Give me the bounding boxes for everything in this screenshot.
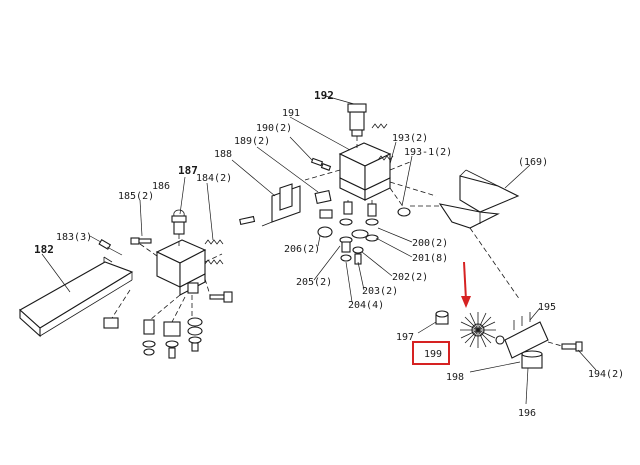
label-169: (169) xyxy=(518,157,548,168)
callout-box-199 xyxy=(412,341,450,365)
label-199: 199 xyxy=(424,349,442,360)
spring-near-192 xyxy=(371,123,388,129)
springs-part-193 xyxy=(377,141,397,165)
label-204: 204(4) xyxy=(348,300,384,311)
label-182: 182 xyxy=(34,243,54,256)
label-197: 197 xyxy=(396,332,414,343)
label-202: 202(2) xyxy=(392,272,428,283)
spring-part-184 xyxy=(204,182,224,265)
part-labels: 182 183(3) 184(2) 185(2) 186 187 188 189… xyxy=(34,89,624,419)
label-184: 184(2) xyxy=(196,173,232,184)
bracket-part-169 xyxy=(410,164,531,301)
label-203: 203(2) xyxy=(362,286,398,297)
label-187: 187 xyxy=(178,164,198,177)
rail-part-182 xyxy=(19,253,134,338)
bolt-right-186 xyxy=(204,278,233,303)
label-186: 186 xyxy=(152,181,170,192)
fasteners-below-186 xyxy=(103,289,203,359)
label-192: 192 xyxy=(314,89,334,102)
label-198: 198 xyxy=(446,372,464,383)
label-195: 195 xyxy=(538,302,556,313)
label-201: 201(8) xyxy=(412,253,448,264)
label-193: 193(2) xyxy=(392,133,428,144)
label-194: 194(2) xyxy=(588,369,624,380)
valve-part-187 xyxy=(171,176,187,246)
valve-part-192 xyxy=(321,94,367,148)
label-191: 191 xyxy=(282,108,300,119)
screw-part-183 xyxy=(89,235,123,256)
pads-part-189 xyxy=(256,146,333,219)
label-206: 206(2) xyxy=(284,244,320,255)
label-189: 189(2) xyxy=(234,136,270,147)
manifold-block-186 xyxy=(139,239,223,296)
starburst-part-199 xyxy=(460,312,496,348)
assembly-lower-right xyxy=(417,307,597,405)
label-205: 205(2) xyxy=(296,277,332,288)
label-196: 196 xyxy=(518,408,536,419)
screws-part-190 xyxy=(289,136,332,171)
callout-highlight xyxy=(412,261,471,365)
bracket-part-188 xyxy=(231,159,301,227)
label-185: 185(2) xyxy=(118,191,154,202)
fittings-below-191 xyxy=(313,200,413,303)
label-200: 200(2) xyxy=(412,238,448,249)
fitting-part-185 xyxy=(130,199,152,245)
label-188: 188 xyxy=(214,149,232,160)
manifold-block-191 xyxy=(289,116,437,201)
label-193-1: 193-1(2) xyxy=(404,147,452,158)
washer-part-193-1 xyxy=(389,155,413,217)
label-190: 190(2) xyxy=(256,123,292,134)
label-183: 183(3) xyxy=(56,232,92,243)
